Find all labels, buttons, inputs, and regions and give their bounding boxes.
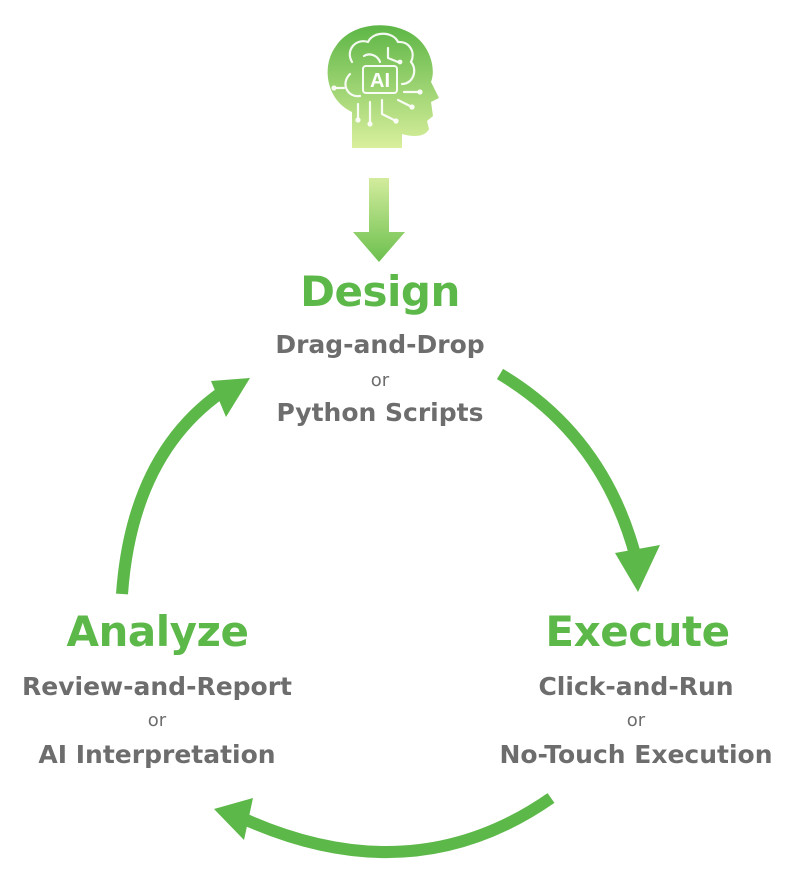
ai-head-icon xyxy=(327,25,439,149)
analyze-or: or xyxy=(147,710,167,731)
execute-title: Execute xyxy=(545,607,730,656)
arrow-analyze-to-design xyxy=(116,387,226,595)
arrow-head-design xyxy=(211,378,250,417)
analyze-option-2: AI Interpretation xyxy=(38,740,276,769)
design-title: Design xyxy=(300,267,460,316)
cycle-arrows xyxy=(116,368,642,858)
design-option-1: Drag-and-Drop xyxy=(275,330,485,359)
execute-option-1: Click-and-Run xyxy=(538,672,734,701)
design-or: or xyxy=(370,370,390,391)
analyze-option-1: Review-and-Report xyxy=(22,672,292,701)
arrow-execute-to-analyze xyxy=(239,793,555,858)
down-arrow-icon xyxy=(353,178,405,262)
arrow-head-analyze xyxy=(214,798,253,840)
circuit-brain-icon xyxy=(334,32,420,124)
ai-label: AI xyxy=(370,70,390,92)
design-option-2: Python Scripts xyxy=(276,398,484,427)
analyze-title: Analyze xyxy=(66,607,249,656)
execute-option-2: No-Touch Execution xyxy=(499,740,773,769)
execute-or: or xyxy=(626,710,646,731)
arrow-head-execute xyxy=(615,545,660,592)
arrow-design-to-execute xyxy=(496,368,642,560)
